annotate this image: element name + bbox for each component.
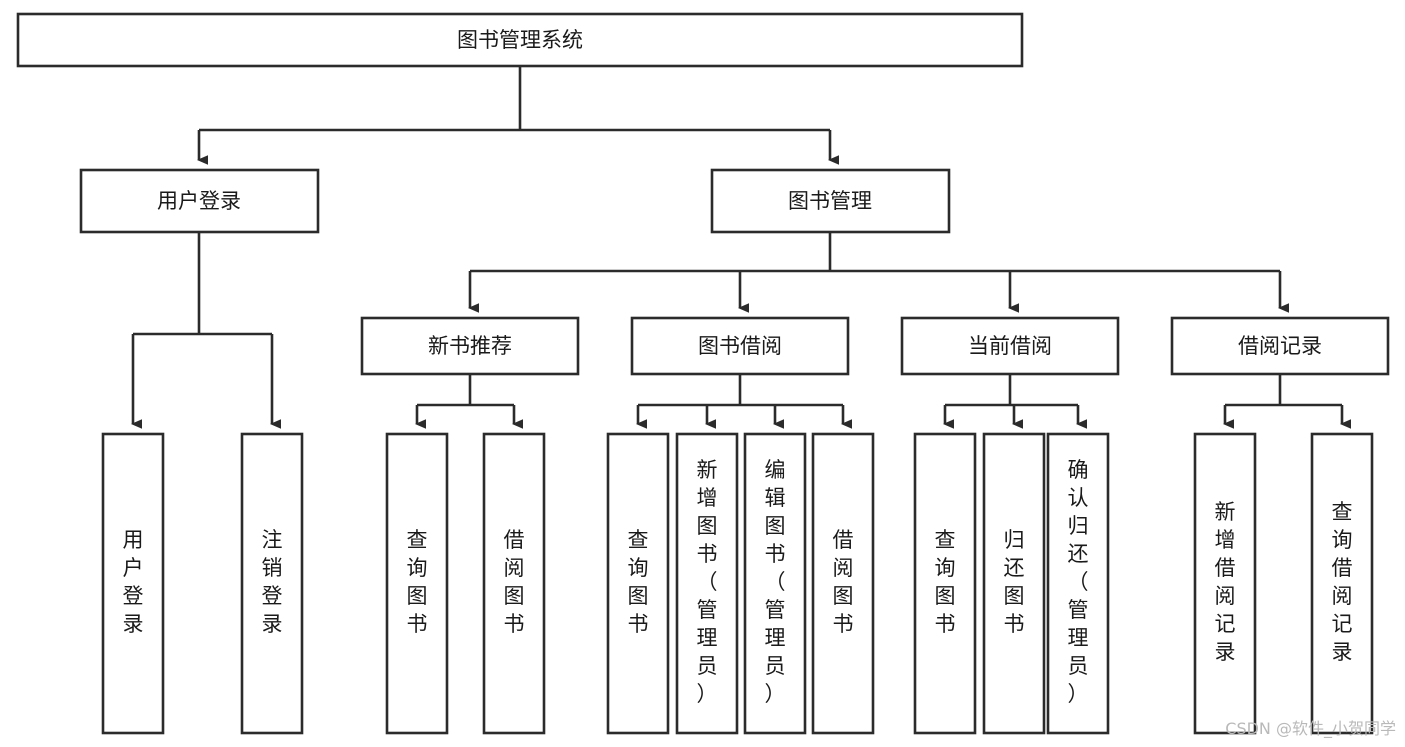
node-new-book-rec-label: 新书推荐 [428,334,512,358]
node-leaf-user-logout-label: 注销登录 [262,528,283,636]
node-new-book-rec[interactable]: 新书推荐 [360,316,580,376]
node-leaf-borrow-book-1[interactable]: 借阅图书 [482,432,546,735]
node-leaf-query-book-3[interactable]: 查询图书 [913,432,977,735]
node-leaf-user-login[interactable]: 用户登录 [101,432,165,735]
node-current-borrow[interactable]: 当前借阅 [900,316,1120,376]
node-leaf-query-book-1-label: 查询图书 [407,528,428,636]
node-leaf-query-book-3-label: 查询图书 [935,528,956,636]
node-leaf-return-book[interactable]: 归还图书 [982,432,1046,735]
edges-layer [130,66,1352,429]
node-leaf-add-record-label: 新增借阅记录 [1215,500,1236,664]
node-leaf-user-login-label: 用户登录 [123,528,144,636]
node-user-login[interactable]: 用户登录 [79,168,320,234]
node-book-borrow-label: 图书借阅 [698,334,782,358]
node-leaf-edit-book-label: 编辑图书（管理员） [765,458,786,706]
nodes-layer: 图书管理系统 用户登录 图书管理 新书推荐 图书借阅 [16,12,1390,735]
node-book-manage-label: 图书管理 [788,189,872,213]
node-leaf-confirm-return[interactable]: 确认归还（管理员） [1046,432,1110,735]
node-leaf-borrow-book-2-label: 借阅图书 [833,528,854,636]
node-leaf-edit-book[interactable]: 编辑图书（管理员） [743,432,807,735]
node-leaf-query-book-2-label: 查询图书 [628,528,649,636]
node-leaf-borrow-book-1-label: 借阅图书 [504,528,525,636]
node-borrow-record-label: 借阅记录 [1238,334,1322,358]
node-leaf-borrow-book-2[interactable]: 借阅图书 [811,432,875,735]
node-leaf-add-book-label: 新增图书（管理员） [697,458,718,706]
node-current-borrow-label: 当前借阅 [968,334,1052,358]
node-leaf-confirm-return-label: 确认归还（管理员） [1068,458,1089,706]
node-leaf-query-book-2[interactable]: 查询图书 [606,432,670,735]
node-leaf-add-record[interactable]: 新增借阅记录 [1193,432,1257,735]
node-book-manage[interactable]: 图书管理 [710,168,951,234]
watermark-label: CSDN @软件_小贺同学 [1225,719,1396,739]
node-user-login-label: 用户登录 [157,189,241,213]
node-leaf-query-record[interactable]: 查询借阅记录 [1310,432,1374,735]
node-book-borrow[interactable]: 图书借阅 [630,316,850,376]
node-leaf-query-record-label: 查询借阅记录 [1332,500,1353,664]
node-leaf-return-book-label: 归还图书 [1004,528,1025,636]
node-leaf-query-book-1[interactable]: 查询图书 [385,432,449,735]
node-leaf-add-book[interactable]: 新增图书（管理员） [675,432,739,735]
node-borrow-record[interactable]: 借阅记录 [1170,316,1390,376]
node-leaf-user-logout[interactable]: 注销登录 [240,432,304,735]
node-root-label: 图书管理系统 [457,28,583,52]
node-root[interactable]: 图书管理系统 [16,12,1024,68]
